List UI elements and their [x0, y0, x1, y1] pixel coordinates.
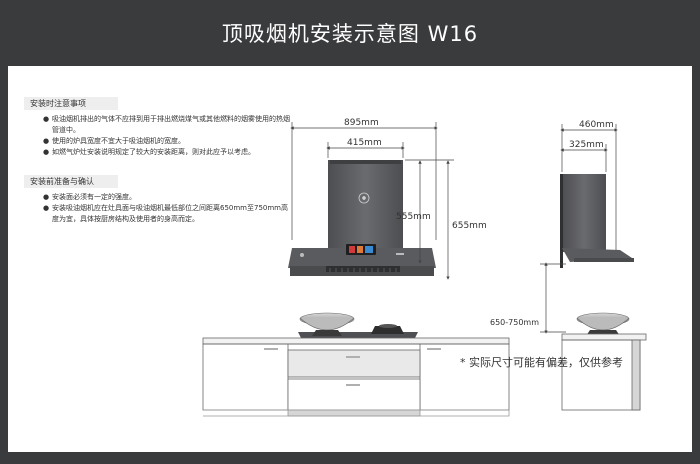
side-base — [574, 258, 634, 262]
hood-top-edge — [330, 160, 401, 164]
drawer-bottom — [287, 378, 421, 411]
hood-intake — [326, 266, 400, 272]
dim-label-side-depth: 460mm — [579, 120, 614, 130]
side-door-edge — [631, 339, 641, 411]
brand-badge-icon — [300, 253, 304, 257]
side-wok-bowl — [576, 317, 630, 331]
prep-item: 安装吸油烟机应在灶具面与吸油烟机最低部位之间距离650mm至750mm高度为宜，… — [43, 203, 294, 225]
power-indicator — [396, 253, 404, 255]
countertop — [202, 337, 510, 345]
side-dimensions — [540, 124, 618, 334]
logo-mark — [362, 196, 366, 200]
note-item: 使用的炉具宽度不宜大于吸油烟机的宽度。 — [43, 136, 294, 147]
dim-label-side-upper: 325mm — [569, 140, 604, 150]
side-cabinet — [561, 333, 647, 411]
page-title: 顶吸烟机安装示意图 W16 — [221, 22, 479, 46]
prep-item: 安装面必须有一定的强度。 — [43, 192, 294, 203]
side-countertop — [561, 333, 647, 341]
front-dimensions — [290, 122, 454, 280]
cabinet-plinth — [287, 409, 421, 417]
front-hood — [288, 160, 436, 276]
dim-label-front-width: 895mm — [344, 118, 379, 128]
handle-right — [427, 348, 441, 350]
wok-bowl — [299, 317, 355, 331]
handle-drawer-top — [346, 356, 360, 358]
notes-list: 吸油烟机排出的气体不应排到用于排出燃烧煤气或其他燃料的烟雾使用的热烟管道中。 使… — [43, 114, 294, 158]
side-upper-body — [562, 174, 606, 252]
dim-label-front-upper: 415mm — [347, 138, 382, 148]
prep-list: 安装面必须有一定的强度。 安装吸油烟机应在灶具面与吸油烟机最低部位之间距离650… — [43, 192, 294, 225]
dim-label-install-height: 650-750mm — [490, 318, 539, 327]
side-wall-plate — [560, 174, 563, 268]
drawer-top — [287, 349, 421, 378]
disclaimer-text: * 实际尺寸可能有偏差，仅供参考 — [460, 356, 623, 369]
handle-left — [264, 348, 278, 350]
cabinet-handles — [264, 348, 441, 386]
plinth-line — [203, 409, 510, 417]
notes-heading: 安装时注意事项 — [24, 97, 118, 110]
wok-stand — [312, 330, 342, 336]
note-item: 如燃气炉灶安装说明规定了较大的安装距离，则对此应予以考虑。 — [43, 147, 294, 158]
prep-heading: 安装前准备与确认 — [24, 175, 118, 188]
note-item: 吸油烟机排出的气体不应排到用于排出燃烧煤气或其他燃料的烟雾使用的热烟管道中。 — [43, 114, 294, 136]
dim-label-total-height: 655mm — [452, 221, 487, 231]
logo-icon — [358, 192, 370, 204]
side-cooktop — [576, 312, 630, 336]
handle-drawer-bottom — [346, 384, 360, 386]
display-indicator-red — [349, 246, 355, 253]
display-indicator-blue — [365, 246, 373, 253]
dim-label-upper-height: 555mm — [396, 212, 431, 222]
side-cabinet-body — [561, 339, 641, 411]
burner-cap — [379, 324, 397, 328]
display-indicator-orange — [357, 246, 363, 253]
hood-grille — [329, 268, 397, 272]
burner-grate — [371, 326, 404, 334]
front-cooktop — [298, 312, 418, 340]
front-cabinet — [202, 337, 510, 417]
side-hood — [560, 174, 634, 268]
